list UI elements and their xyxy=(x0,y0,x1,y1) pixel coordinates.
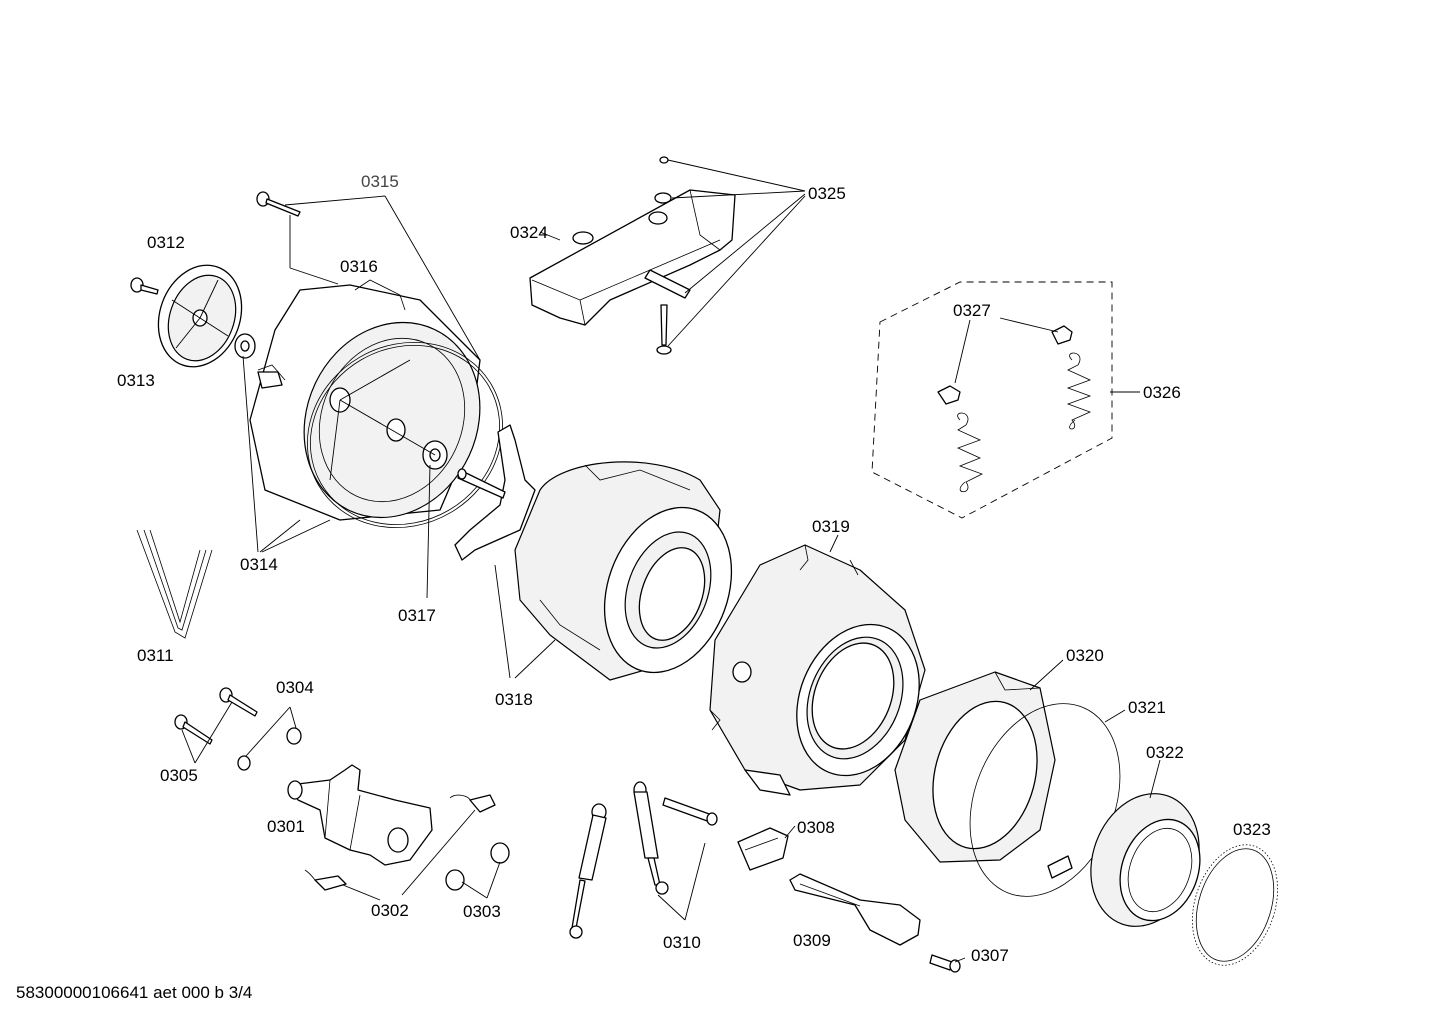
label-0311: 0311 xyxy=(137,646,174,665)
label-0321: 0321 xyxy=(1128,698,1166,717)
label-0327: 0327 xyxy=(953,301,991,320)
label-0302: 0302 xyxy=(371,901,409,920)
part-0320-counterweight xyxy=(894,671,1056,863)
label-0308: 0308 xyxy=(797,818,835,837)
leader-lines-0325 xyxy=(539,159,806,347)
part-0305-screws xyxy=(174,687,258,745)
part-0304-bushings xyxy=(237,727,302,771)
part-0316-rear-tub xyxy=(249,279,481,521)
label-0315: 0315 xyxy=(361,172,399,191)
label-0319: 0319 xyxy=(812,517,850,536)
part-0326-spring-kit xyxy=(871,281,1140,519)
label-0307: 0307 xyxy=(971,946,1009,965)
part-0312-screw xyxy=(130,277,159,295)
label-0312: 0312 xyxy=(147,233,185,252)
part-0315-screw xyxy=(256,191,301,217)
part-0310-shock-absorbers xyxy=(569,781,718,939)
label-0320: 0320 xyxy=(1066,646,1104,665)
label-0322: 0322 xyxy=(1146,743,1184,762)
part-0307-sensor xyxy=(929,954,966,973)
part-0308-sensor xyxy=(737,825,796,871)
label-0323: 0323 xyxy=(1233,820,1271,839)
label-0310: 0310 xyxy=(663,933,701,952)
label-0324: 0324 xyxy=(510,223,548,242)
part-bearing-washer xyxy=(234,333,256,359)
label-0313: 0313 xyxy=(117,371,155,390)
label-0314: 0314 xyxy=(240,555,278,574)
label-0309: 0309 xyxy=(793,931,831,950)
label-0301: 0301 xyxy=(267,817,305,836)
leader-lines-motor xyxy=(181,701,501,901)
part-0317-seal xyxy=(307,341,503,529)
label-0305: 0305 xyxy=(160,766,198,785)
part-0323-spring-ring xyxy=(1192,844,1278,966)
label-0326: 0326 xyxy=(1143,383,1181,402)
part-0303-bushings xyxy=(445,842,510,891)
label-0303: 0303 xyxy=(463,902,501,921)
label-0318: 0318 xyxy=(495,690,533,709)
label-0316: 0316 xyxy=(340,257,378,276)
part-flange-spider xyxy=(454,424,536,561)
document-id: 58300000106641 aet 000 b 3/4 xyxy=(16,983,252,1002)
part-0324-bracket xyxy=(529,189,736,326)
part-0319-front-tub xyxy=(709,544,926,796)
part-0322-bearing-ring xyxy=(1090,793,1201,927)
part-0302-connectors xyxy=(304,794,496,891)
label-0317: 0317 xyxy=(398,606,436,625)
leader-lines-right xyxy=(829,391,1161,799)
part-0311-belt xyxy=(136,529,213,639)
label-0304: 0304 xyxy=(276,678,314,697)
part-0309-heater xyxy=(789,873,921,946)
part-0313-pulley xyxy=(157,264,243,368)
part-0301-motor xyxy=(287,764,433,866)
label-0325: 0325 xyxy=(808,184,846,203)
part-0325-screw xyxy=(656,156,672,355)
leader-lines-0314-0315 xyxy=(242,195,481,599)
part-0318-drum xyxy=(494,461,733,681)
